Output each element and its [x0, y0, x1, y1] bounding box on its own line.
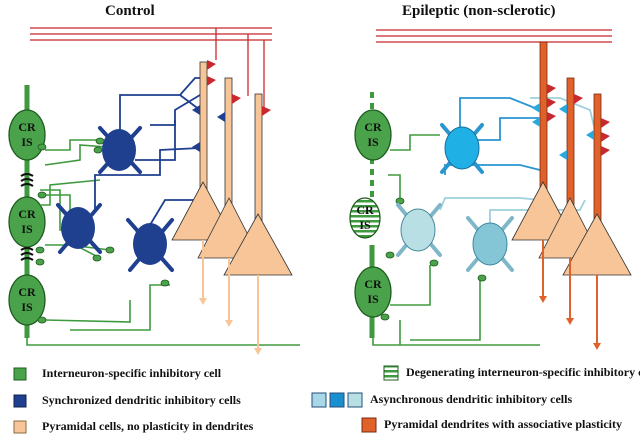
control-panel-title: Control — [105, 3, 155, 19]
cell-label-line1: CR — [356, 203, 374, 217]
cell-label-line2: IS — [367, 292, 379, 306]
epileptic-afferent-axons — [376, 29, 612, 43]
control-red-synapses — [207, 60, 271, 116]
cell-label-line1: CR — [18, 285, 36, 299]
cell-label-line1: CR — [364, 120, 382, 134]
legend-pyramidal-no-plasticity: Pyramidal cells, no plasticity in dendri… — [42, 419, 253, 434]
legend-label: Asynchronous dendritic inhibitory cells — [370, 392, 573, 406]
legend-label: Degenerating interneuron-specific inhibi… — [406, 365, 640, 379]
control-interneuron-column: CR IS CR IS CR IS — [8, 85, 46, 338]
cell-label-line1: CR — [364, 277, 382, 291]
control-panel: CR IS CR IS CR IS — [8, 27, 300, 355]
legend-pyramidal-associative: Pyramidal dendrites with associative pla… — [384, 417, 622, 432]
epileptic-cyan-synapses — [532, 103, 594, 160]
legend-label: Interneuron-specific inhibitory cell — [42, 366, 222, 380]
epileptic-pyramidal-cells — [511, 41, 632, 350]
legend-degenerating-interneuron: Degenerating interneuron-specific inhibi… — [406, 365, 640, 380]
cell-label-line2: IS — [359, 218, 371, 232]
legend-synchronized-dendritic: Synchronized dendritic inhibitory cells — [42, 393, 241, 408]
epileptic-red-synapses — [547, 84, 610, 156]
async-cell-1 — [444, 126, 480, 170]
cell-label-line1: CR — [18, 207, 36, 221]
legend-label: Synchronized dendritic inhibitory cells — [42, 393, 241, 407]
control-cris-cell-1 — [8, 109, 46, 161]
cell-label-line2: IS — [21, 135, 33, 149]
async-cell-2 — [400, 208, 436, 252]
control-sync-cell-2 — [61, 207, 95, 249]
control-cris-cell-3 — [8, 274, 46, 326]
legend-swatches — [13, 365, 399, 434]
epileptic-panel-title: Epileptic (non-sclerotic) — [402, 3, 556, 19]
epileptic-cris-cell-1 — [354, 109, 392, 161]
legend-interneuron-specific: Interneuron-specific inhibitory cell — [42, 366, 221, 381]
cell-label-line2: IS — [367, 135, 379, 149]
degenerating-cris-cell — [349, 197, 381, 239]
control-gap-junctions — [20, 173, 34, 261]
epileptic-panel: CR IS CR IS CR IS — [349, 29, 632, 350]
epileptic-interneuron-axons — [372, 134, 540, 346]
control-afferent-axons — [30, 27, 272, 108]
epileptic-green-synapses — [380, 197, 487, 321]
legend-label: Pyramidal cells, no plasticity in dendri… — [42, 419, 254, 433]
control-blue-synapses — [192, 105, 225, 152]
cell-label-line2: IS — [21, 222, 33, 236]
control-sync-cell-3 — [133, 223, 167, 265]
cell-label-line1: CR — [18, 120, 36, 134]
cell-label-line2: IS — [21, 300, 33, 314]
legend-asynchronous-dendritic: Asynchronous dendritic inhibitory cells — [370, 392, 572, 407]
epileptic-cris-cell-2 — [354, 266, 392, 318]
legend-label: Pyramidal dendrites with associative pla… — [384, 417, 622, 431]
control-pyramidal-cells — [171, 61, 293, 355]
control-sync-cell-1 — [102, 129, 136, 171]
control-dendritic-axons — [94, 77, 210, 226]
async-cell-3 — [472, 222, 508, 266]
